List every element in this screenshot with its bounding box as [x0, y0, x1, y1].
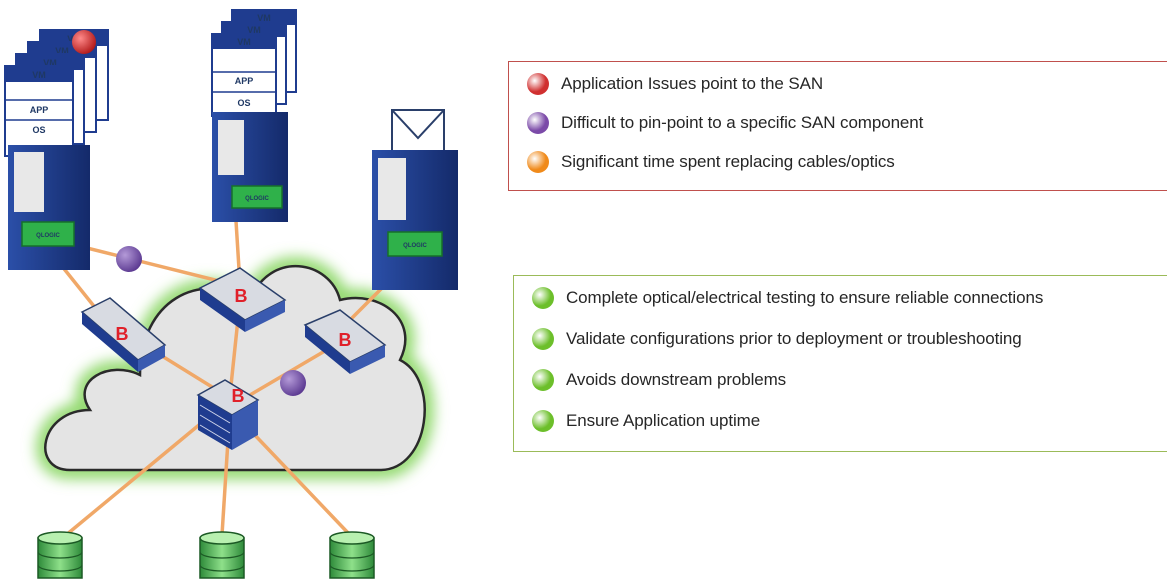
- green-dot-icon: [532, 410, 554, 432]
- benefit-item: Complete optical/electrical testing to e…: [532, 287, 1043, 309]
- vm-card: VM APP OS: [211, 33, 277, 117]
- svg-text:VM: VM: [237, 37, 251, 47]
- issue-item: Difficult to pin-point to a specific SAN…: [527, 112, 923, 134]
- purple-issue-marker: [116, 246, 142, 272]
- svg-text:VM: VM: [43, 58, 57, 68]
- fc-switch-right: B: [303, 309, 387, 374]
- svg-text:APP: APP: [30, 105, 49, 115]
- storage-disk-left: [37, 531, 83, 579]
- storage-disk-right: [329, 531, 375, 579]
- issue-item: Significant time spent replacing cables/…: [527, 151, 895, 173]
- svg-text:OS: OS: [32, 125, 45, 135]
- red-dot-icon: [527, 73, 549, 95]
- fc-switch-center: B: [198, 267, 287, 332]
- benefit-item: Ensure Application uptime: [532, 410, 760, 432]
- hba-card: QLOGIC: [387, 231, 443, 257]
- benefit-text: Ensure Application uptime: [566, 411, 761, 430]
- green-dot-icon: [532, 328, 554, 350]
- benefit-item: Validate configurations prior to deploym…: [532, 328, 1022, 350]
- issues-panel: Application Issues point to the SAN Diff…: [508, 61, 1167, 191]
- purple-issue-marker: [280, 370, 306, 396]
- san-network-diagram: VM VM VM VM APP OS QLOGIC: [4, 9, 458, 579]
- issue-text: Application Issues point to the SAN: [561, 74, 824, 93]
- server-with-vms-center: VM VM VM APP OS QLOGIC: [211, 9, 297, 222]
- hba-card: QLOGIC: [21, 221, 75, 247]
- purple-dot-icon: [527, 112, 549, 134]
- benefit-text: Complete optical/electrical testing to e…: [566, 288, 1044, 307]
- svg-text:VM: VM: [55, 46, 69, 56]
- vm-card: VM APP OS: [4, 65, 74, 157]
- svg-text:VM: VM: [32, 70, 46, 80]
- switch-logo-icon: B: [116, 324, 129, 344]
- fc-director-core: B: [196, 379, 260, 450]
- benefit-text: Avoids downstream problems: [566, 370, 787, 389]
- server-with-vms-left: VM VM VM VM APP OS QLOGIC: [4, 29, 109, 270]
- switch-logo-icon: B: [232, 386, 245, 406]
- benefits-panel: Complete optical/electrical testing to e…: [513, 275, 1167, 452]
- svg-text:QLOGIC: QLOGIC: [403, 243, 427, 249]
- svg-text:OS: OS: [237, 98, 250, 108]
- benefit-item: Avoids downstream problems: [532, 369, 786, 391]
- hba-card: QLOGIC: [231, 185, 283, 209]
- switch-logo-icon: B: [235, 286, 248, 306]
- storage-disk-center: [199, 531, 245, 579]
- green-dot-icon: [532, 369, 554, 391]
- issue-text: Difficult to pin-point to a specific SAN…: [561, 113, 924, 132]
- mail-server: QLOGIC: [372, 109, 458, 290]
- issue-item: Application Issues point to the SAN: [527, 73, 823, 95]
- green-dot-icon: [532, 287, 554, 309]
- issue-text: Significant time spent replacing cables/…: [561, 152, 895, 171]
- switch-logo-icon: B: [339, 330, 352, 350]
- benefit-text: Validate configurations prior to deploym…: [566, 329, 1022, 348]
- fc-switch-left: B: [80, 297, 167, 372]
- svg-text:VM: VM: [257, 13, 271, 23]
- orange-dot-icon: [527, 151, 549, 173]
- red-issue-marker: [72, 30, 96, 54]
- svg-text:QLOGIC: QLOGIC: [245, 196, 269, 202]
- svg-text:QLOGIC: QLOGIC: [36, 233, 60, 239]
- svg-text:VM: VM: [247, 25, 261, 35]
- svg-text:APP: APP: [235, 76, 254, 86]
